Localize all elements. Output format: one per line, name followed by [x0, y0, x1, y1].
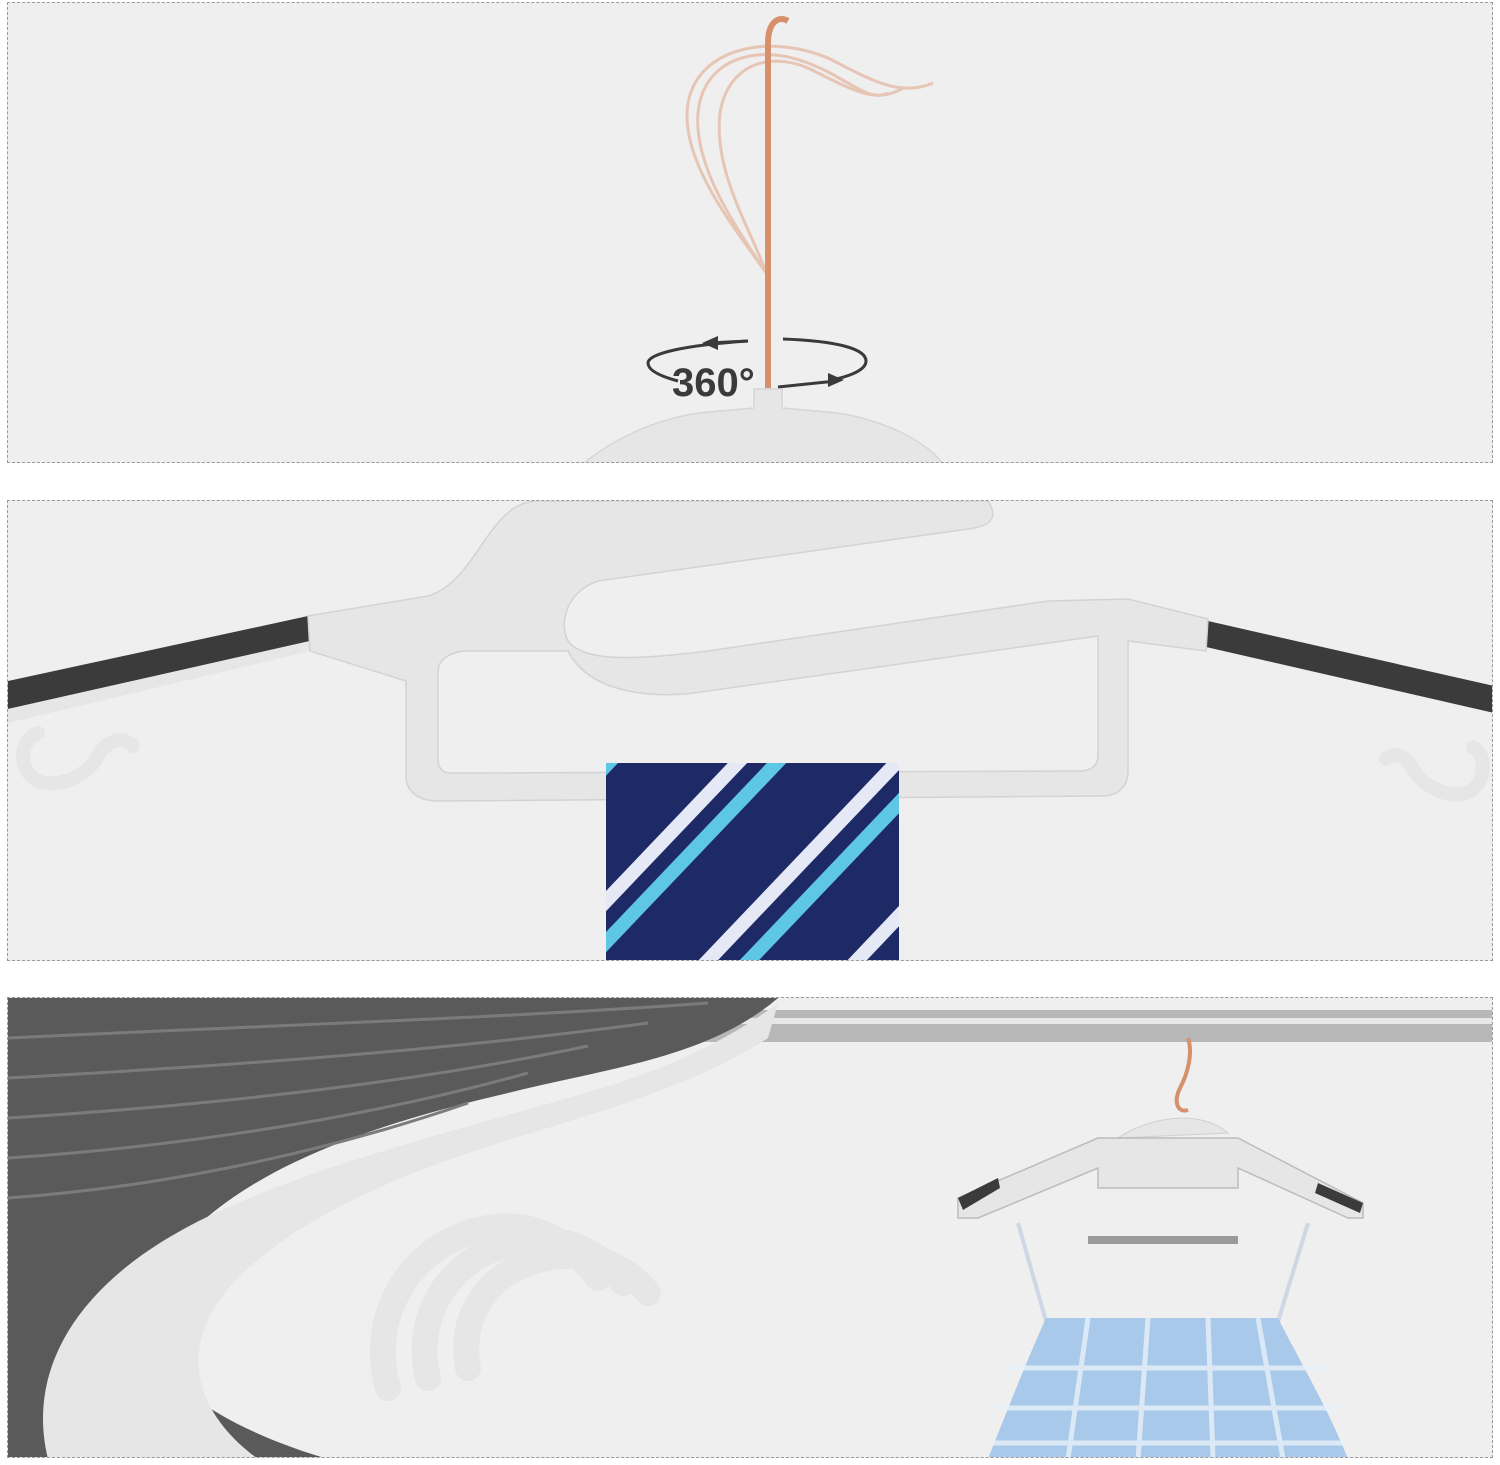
rail-highlight	[698, 1018, 1492, 1024]
striped-tie	[606, 763, 899, 960]
small-hanger-bar	[1088, 1236, 1238, 1244]
swivel-hook-panel: 360°	[7, 2, 1493, 463]
front-hanger	[43, 1003, 778, 1457]
stacked-strap-hooks	[369, 1213, 661, 1401]
left-arm-edge	[8, 641, 310, 723]
small-hanger-body	[957, 1137, 1364, 1219]
dress-straps	[1016, 1222, 1310, 1329]
stacked-hanger-edges	[8, 1001, 709, 1200]
plaid-dress	[988, 1318, 1348, 1457]
swivel-hook-illustration	[584, 16, 943, 462]
tie-hanger-illustration	[8, 501, 1492, 960]
small-hanger-hook	[1174, 1037, 1192, 1113]
small-hanger-top	[1116, 1117, 1230, 1139]
rotation-arrows	[646, 337, 868, 389]
hanging-dress-panel	[7, 997, 1493, 1458]
small-left-strip	[958, 1178, 1000, 1210]
dress-plaid-lines	[993, 1317, 1343, 1457]
left-strap-hook	[16, 726, 140, 791]
swivel-hook	[765, 16, 790, 388]
tie-bar-panel	[7, 500, 1493, 961]
arrow-left-icon	[702, 336, 718, 350]
stacked-hanger-shadow	[8, 998, 778, 1457]
right-strap-hook	[1379, 740, 1490, 802]
small-right-strip	[1315, 1183, 1363, 1213]
hook-rotation-ghosts	[685, 44, 934, 274]
hanger-opening	[437, 635, 1099, 774]
left-rubber-strip	[8, 616, 310, 709]
rotation-label: 360°	[672, 361, 755, 405]
stacked-hangers-illustration	[8, 998, 1492, 1457]
right-rubber-strip	[1206, 621, 1492, 713]
clothing-rail	[698, 1010, 1492, 1042]
arrow-right-icon	[828, 373, 844, 387]
hanger-top	[584, 388, 943, 462]
